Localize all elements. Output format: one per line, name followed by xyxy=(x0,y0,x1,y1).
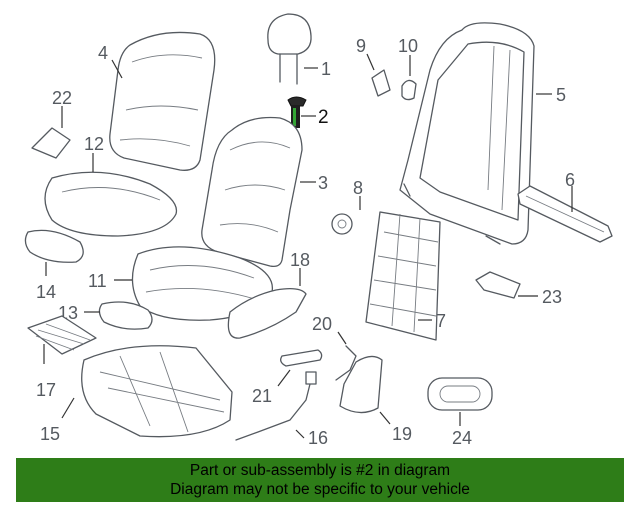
banner-line-1: Part or sub-assembly is #2 in diagram xyxy=(189,462,451,479)
callout-18: 18 xyxy=(290,250,310,270)
callout-23: 23 xyxy=(542,287,562,307)
part-24-switch: 24 xyxy=(427,377,493,448)
part-11-seat-cushion: 11 xyxy=(88,246,274,321)
callout-1: 1 xyxy=(321,59,331,79)
part-7-spring-mat: 7 xyxy=(365,211,446,341)
callout-11: 11 xyxy=(88,271,107,291)
callout-15: 15 xyxy=(40,424,60,444)
part-14-side-pad: 14 xyxy=(24,229,84,302)
part-10-cap: 10 xyxy=(398,36,418,101)
callout-24: 24 xyxy=(452,428,472,448)
callout-5: 5 xyxy=(556,85,566,105)
part-5-backrest-frame: 5 xyxy=(399,22,566,245)
part-18-side-trim: 18 xyxy=(227,250,310,339)
callout-16: 16 xyxy=(308,428,328,448)
callout-10: 10 xyxy=(398,36,418,56)
callout-8: 8 xyxy=(353,178,363,198)
callout-12: 12 xyxy=(84,134,104,154)
part-16-cable: 16 xyxy=(235,371,328,448)
part-22-bracket: 22 xyxy=(31,88,72,159)
callout-4: 4 xyxy=(98,43,108,63)
info-banner: Part or sub-assembly is #2 in diagram Di… xyxy=(16,458,624,502)
part-12-seat-cover: 12 xyxy=(44,134,178,237)
callout-2: 2 xyxy=(318,107,329,128)
part-2-headrest-guide: 2 xyxy=(287,96,329,128)
callout-3: 3 xyxy=(318,173,328,193)
callout-14: 14 xyxy=(36,282,56,302)
callout-20: 20 xyxy=(312,314,332,334)
callout-22: 22 xyxy=(52,88,72,108)
part-20-bracket: 20 xyxy=(312,314,357,381)
part-21-handle: 21 xyxy=(252,349,323,406)
part-15-seat-frame: 15 xyxy=(40,345,233,444)
part-3-backrest-cushion: 3 xyxy=(201,116,328,268)
part-4-backrest-cover: 4 xyxy=(98,31,216,171)
callout-9: 9 xyxy=(356,36,366,56)
callout-6: 6 xyxy=(565,170,575,190)
part-19-cover: 19 xyxy=(339,355,412,444)
part-6-rail: 6 xyxy=(517,170,613,243)
part-1-headrest: 1 xyxy=(267,13,331,85)
part-17-mesh-pad: 17 xyxy=(27,315,97,400)
callout-21: 21 xyxy=(252,386,272,406)
part-9-clip: 9 xyxy=(356,36,391,97)
callout-19: 19 xyxy=(392,424,412,444)
callout-7: 7 xyxy=(436,311,446,331)
callout-17: 17 xyxy=(36,380,56,400)
seat-parts-diagram: 1 2 3 4 5 6 xyxy=(24,13,613,448)
banner-line-2: Diagram may not be specific to your vehi… xyxy=(170,481,470,498)
part-8-recliner: 8 xyxy=(331,178,363,235)
part-23-module: 23 xyxy=(475,271,562,307)
